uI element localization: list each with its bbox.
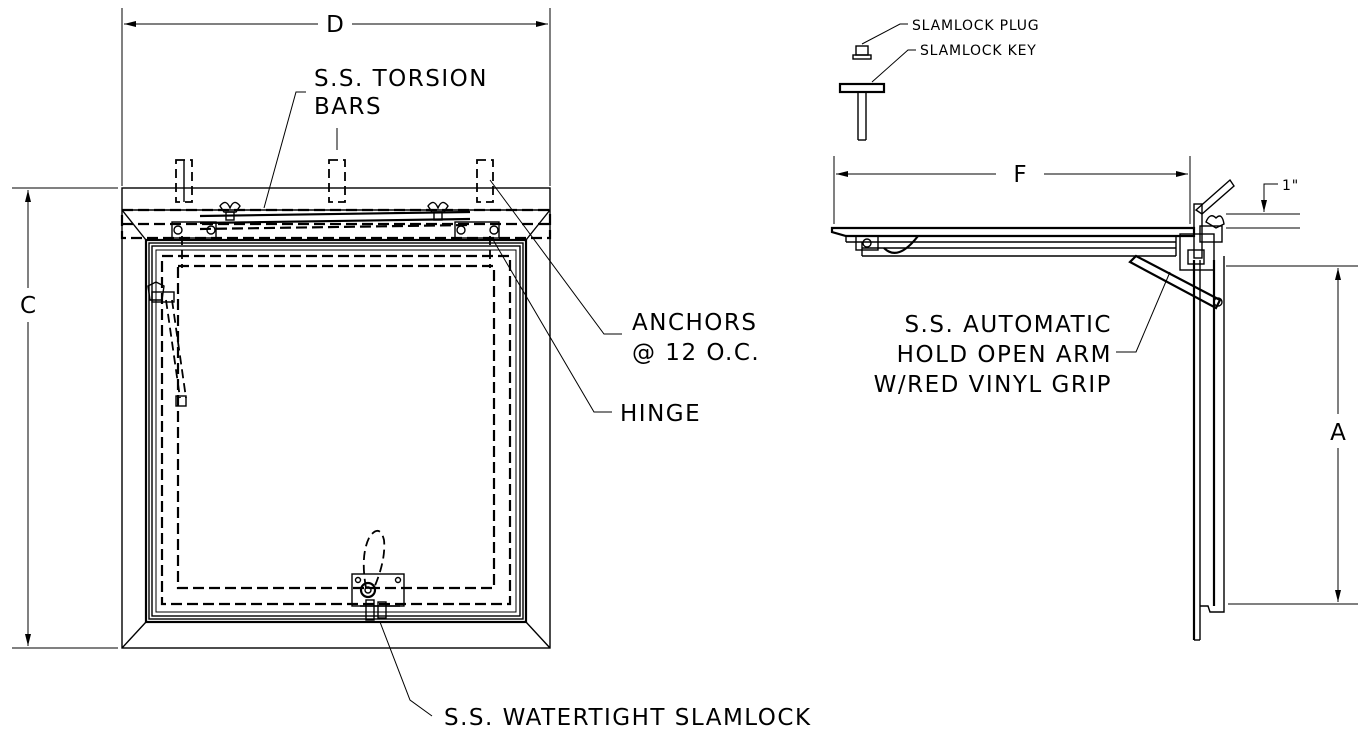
hinge-label: HINGE	[620, 401, 701, 427]
plan-view: D C S.S. TORSION BARS ANCHORS @ 12 O.C. …	[12, 8, 812, 731]
dim-one-inch-label: 1"	[1282, 178, 1299, 194]
hinge-left	[171, 201, 241, 239]
anchors-label-line1: ANCHORS	[632, 310, 757, 336]
anchors-label-line2: @ 12 O.C.	[632, 340, 760, 366]
hinge-right	[427, 201, 500, 239]
slamlock-plug-label: SLAMLOCK PLUG	[912, 18, 1039, 34]
slamlock-plan	[351, 530, 405, 621]
slamlock-key-label: SLAMLOCK KEY	[920, 43, 1037, 59]
hold-open-label-line1: S.S. AUTOMATIC	[904, 312, 1112, 338]
section-view: SLAMLOCK PLUG SLAMLOCK KEY	[830, 18, 1358, 641]
slamlock-label: S.S. WATERTIGHT SLAMLOCK	[444, 705, 812, 731]
torsion-bars-label-line2: BARS	[314, 94, 382, 120]
hold-open-label-line2: HOLD OPEN ARM	[897, 342, 1112, 368]
hold-open-label-line3: W/RED VINYL GRIP	[874, 372, 1112, 398]
dim-d-label: D	[326, 12, 344, 38]
dim-c-label: C	[20, 293, 36, 319]
torsion-bars-label-line1: S.S. TORSION	[314, 66, 488, 92]
slamlock-plug-key	[838, 23, 916, 141]
dim-f-label: F	[1013, 162, 1026, 188]
dim-a-label: A	[1330, 420, 1346, 446]
